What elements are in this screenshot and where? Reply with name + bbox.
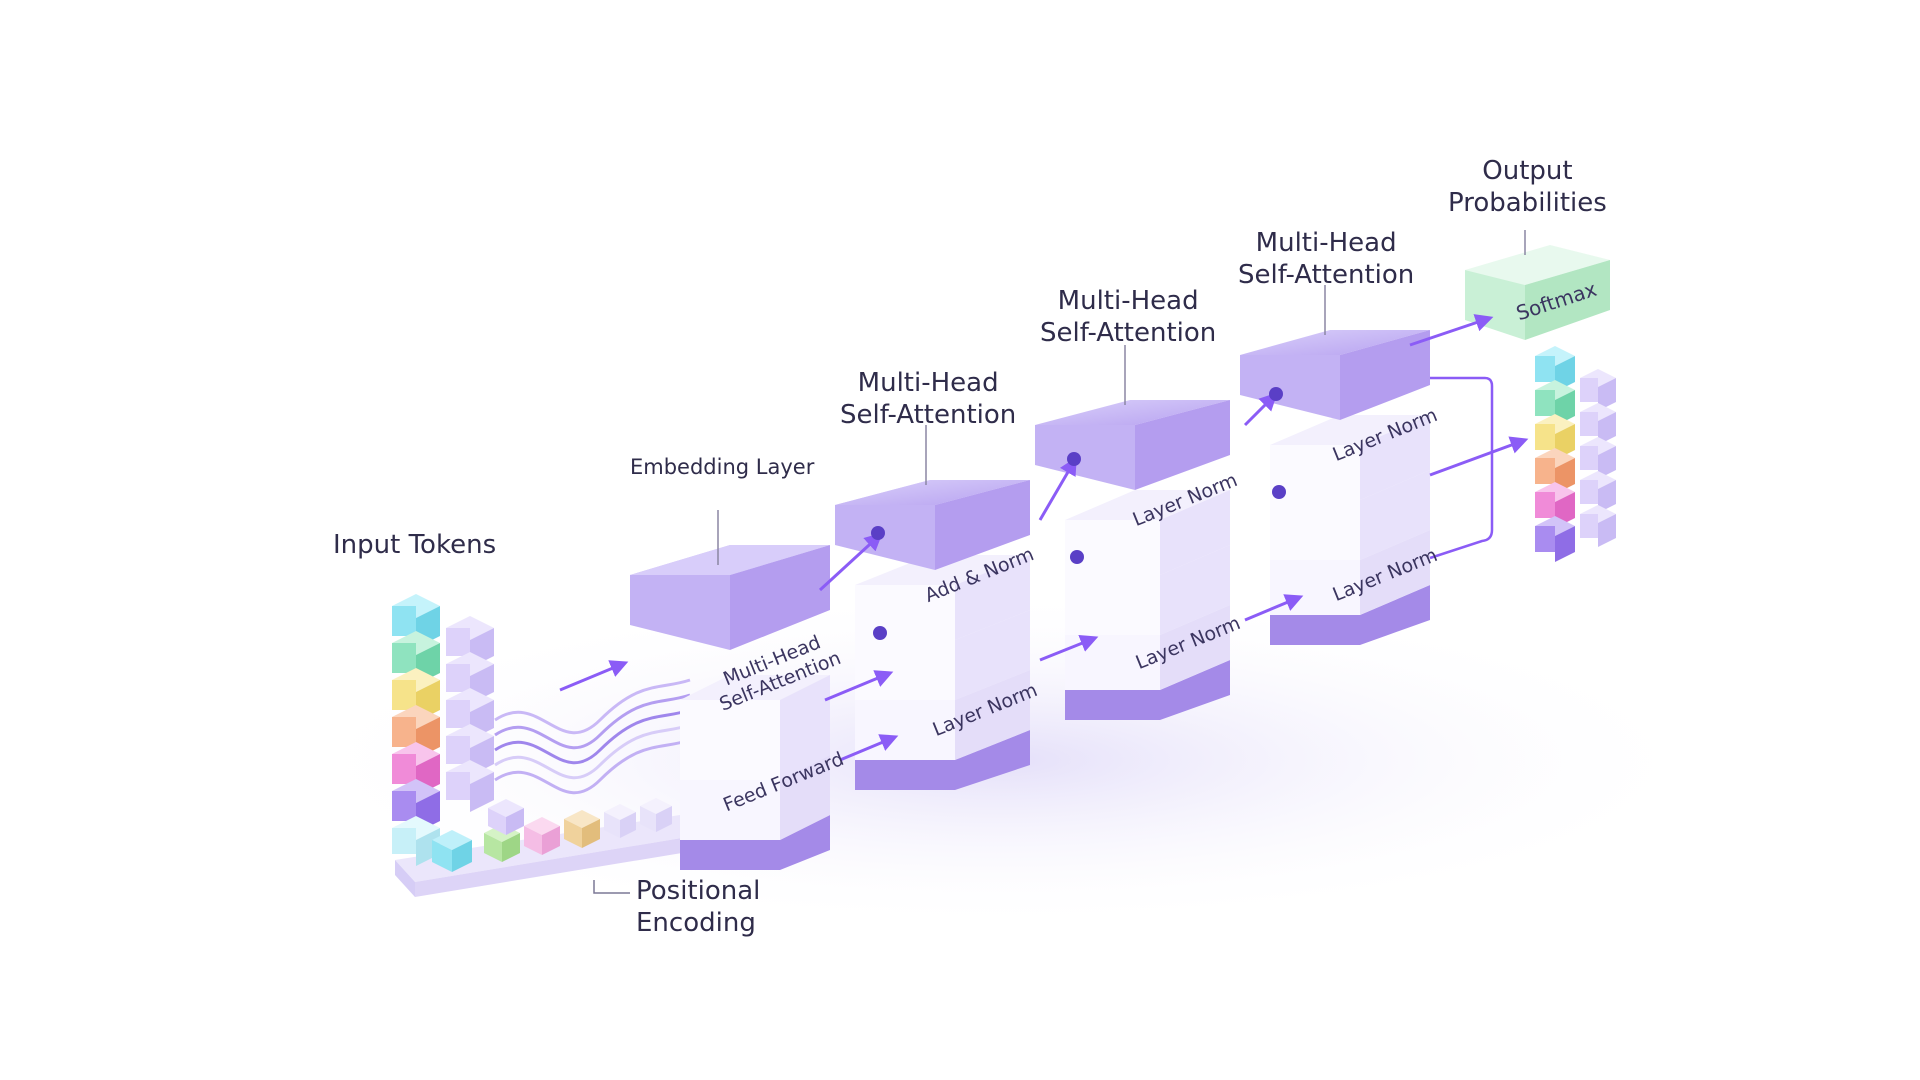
input-tokens-label: Input Tokens: [333, 530, 497, 560]
block-title-3: Multi-Head Self-Attention: [1238, 228, 1414, 291]
block-title-3-line2: Self-Attention: [1238, 259, 1415, 290]
encoder-block-3: [1035, 400, 1230, 720]
block-title-2: Multi-Head Self-Attention: [1040, 286, 1216, 349]
embedding-arrow: [559, 660, 629, 692]
block-title-2-line2: Self-Attention: [1040, 317, 1217, 348]
connection-arrows: [818, 314, 1529, 762]
output-probabilities-line1: Output: [1482, 156, 1573, 186]
connector-dots: [871, 387, 1286, 640]
positional-encoding-line1: Positional: [636, 876, 761, 906]
positional-column: [446, 616, 494, 812]
token-cube-pink: [392, 742, 440, 796]
output-token-column: [1535, 346, 1575, 562]
block-title-1-line2: Self-Attention: [840, 399, 1017, 430]
token-cube-light: [392, 816, 440, 866]
block-title-2-line1: Multi-Head: [1057, 286, 1199, 316]
block-title-3-line1: Multi-Head: [1255, 228, 1397, 258]
block-title-1: Multi-Head Self-Attention: [840, 368, 1016, 431]
positional-encoding-leader: [593, 880, 630, 894]
encoder-block-1: [630, 545, 830, 870]
positional-encoding-cubes: [432, 798, 672, 872]
positional-encoding-label: Positional Encoding: [636, 876, 760, 939]
output-light-column: [1580, 369, 1616, 547]
positional-encoding-line2: Encoding: [636, 907, 756, 938]
token-cube-cyan: [392, 594, 440, 648]
softmax-block: [1465, 245, 1610, 340]
embedding-layer-label: Embedding Layer: [630, 455, 815, 479]
block-title-1-line1: Multi-Head: [857, 368, 999, 398]
title-leader-lines: [717, 230, 1526, 565]
token-cube-green: [392, 631, 440, 685]
input-token-column: [392, 594, 440, 866]
output-probabilities-line2: Probabilities: [1448, 187, 1607, 218]
output-probabilities-label: Output Probabilities: [1448, 156, 1607, 219]
encoder-block-2: [835, 480, 1030, 790]
embedding-waves: [494, 678, 691, 795]
